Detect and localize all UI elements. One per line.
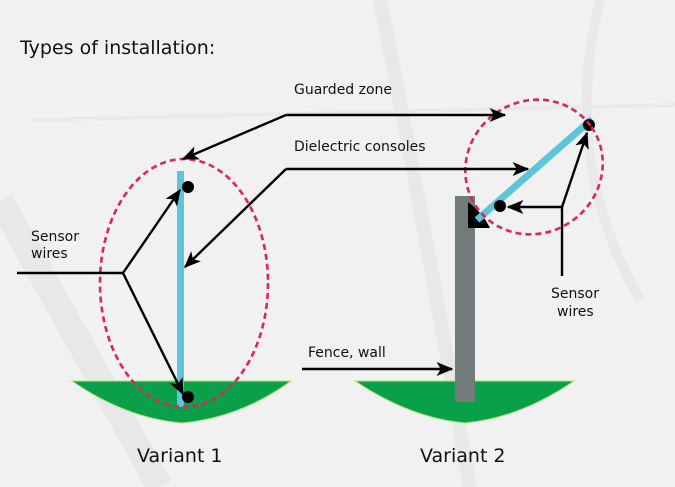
guarded-zone-callout: [181, 108, 507, 161]
sensor-wires-label-left-1: Sensor: [31, 229, 79, 245]
dielectric-consoles-callout: [183, 162, 530, 268]
fence-wall-label: Fence, wall: [308, 345, 386, 361]
dielectric-console-1: [177, 171, 184, 407]
dielectric-consoles-label: Dielectric consoles: [294, 139, 426, 155]
diagram-title: Types of installation:: [19, 37, 215, 59]
sensor-wire-top-1: [182, 181, 194, 193]
sensor-wire-bottom-1: [182, 391, 194, 403]
sensor-wires-callout-left: [17, 188, 185, 396]
variant-1: Variant 1: [70, 157, 293, 467]
variant-2: Variant 2: [353, 98, 605, 467]
variant-1-label: Variant 1: [137, 445, 223, 467]
fence-wall: [455, 196, 475, 402]
variant-2-label: Variant 2: [420, 445, 506, 467]
guarded-zone-2: [463, 98, 605, 236]
sensor-wires-label-left-2: wires: [31, 246, 68, 262]
guarded-zone-label: Guarded zone: [294, 82, 392, 98]
sensor-wires-callout-right: [506, 131, 589, 276]
sensor-wire-bottom-2: [494, 200, 506, 212]
sensor-wires-label-right-1: Sensor: [551, 286, 599, 302]
sensor-wires-label-right-2: wires: [557, 304, 594, 320]
